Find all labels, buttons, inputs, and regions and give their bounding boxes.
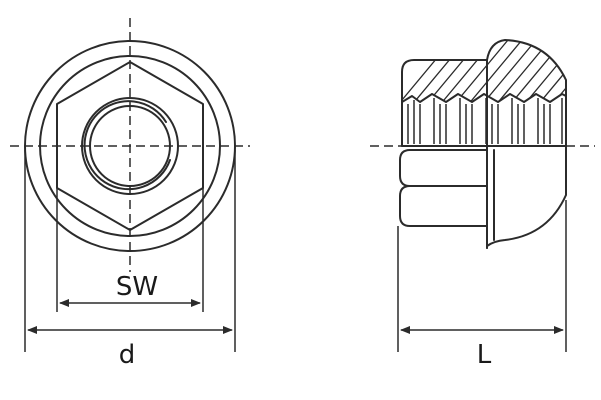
hex-flat-upper (399, 149, 488, 187)
thread-root-fill (402, 94, 566, 146)
hex-flat-lower (399, 185, 488, 227)
front-view: SW d (10, 18, 250, 370)
thread-section (402, 40, 566, 146)
thread-flank-lines (407, 98, 563, 144)
sw-label: SW (116, 272, 158, 302)
side-view: L (370, 39, 595, 370)
d-label: d (119, 340, 136, 370)
l-label: L (477, 340, 492, 370)
nut-body-outline (401, 39, 567, 249)
thread-profile-line (402, 93, 566, 103)
thread-arc (83, 100, 171, 191)
